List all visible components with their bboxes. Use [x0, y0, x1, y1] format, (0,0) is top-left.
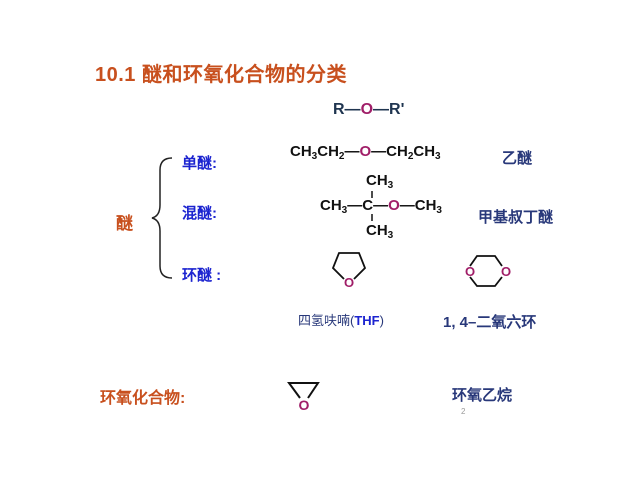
mtbe-formula: CH3—C—O—CH3 [320, 197, 442, 216]
epoxide-name: 环氧乙烷 [452, 387, 513, 404]
label-simple-ether: 单醚: [182, 155, 217, 172]
diethyl-ether-name: 乙醚 [502, 150, 533, 167]
general-formula: R—O—R' [333, 101, 405, 118]
mtbe-bottom-methyl: CH3 [366, 222, 394, 241]
dioxane-oxygen-2: O [501, 264, 511, 279]
epoxide-ring [287, 382, 320, 399]
mtbe-top-methyl: CH3 [366, 172, 394, 191]
thf-ring [331, 252, 367, 280]
thf-name-prefix: 四氢呋喃( [298, 313, 355, 328]
dioxane-ring [469, 255, 503, 287]
label-mixed-ether: 混醚: [182, 205, 217, 222]
page-title: 10.1 醚和环氧化合物的分类 [95, 64, 347, 86]
thf-oxygen: O [344, 275, 354, 290]
thf-name-suffix: ) [379, 313, 384, 328]
label-cyclic-ether: 环醚 : [182, 267, 222, 284]
mtbe-name: 甲基叔丁醚 [478, 209, 554, 226]
epoxide-oxygen: O [299, 397, 310, 413]
thf-abbr: THF [354, 313, 380, 328]
ether-label: 醚 [116, 214, 133, 233]
thf-name: 四氢呋喃(THF) [298, 310, 384, 329]
epoxide-label: 环氧化合物: [100, 390, 186, 407]
page-number: 2 [461, 407, 466, 416]
dioxane-oxygen-1: O [465, 264, 475, 279]
diethyl-ether-formula: CH3CH2—O—CH2CH3 [290, 143, 441, 162]
brace [151, 157, 173, 279]
dioxane-name: 1, 4–二氧六环 [443, 314, 537, 331]
